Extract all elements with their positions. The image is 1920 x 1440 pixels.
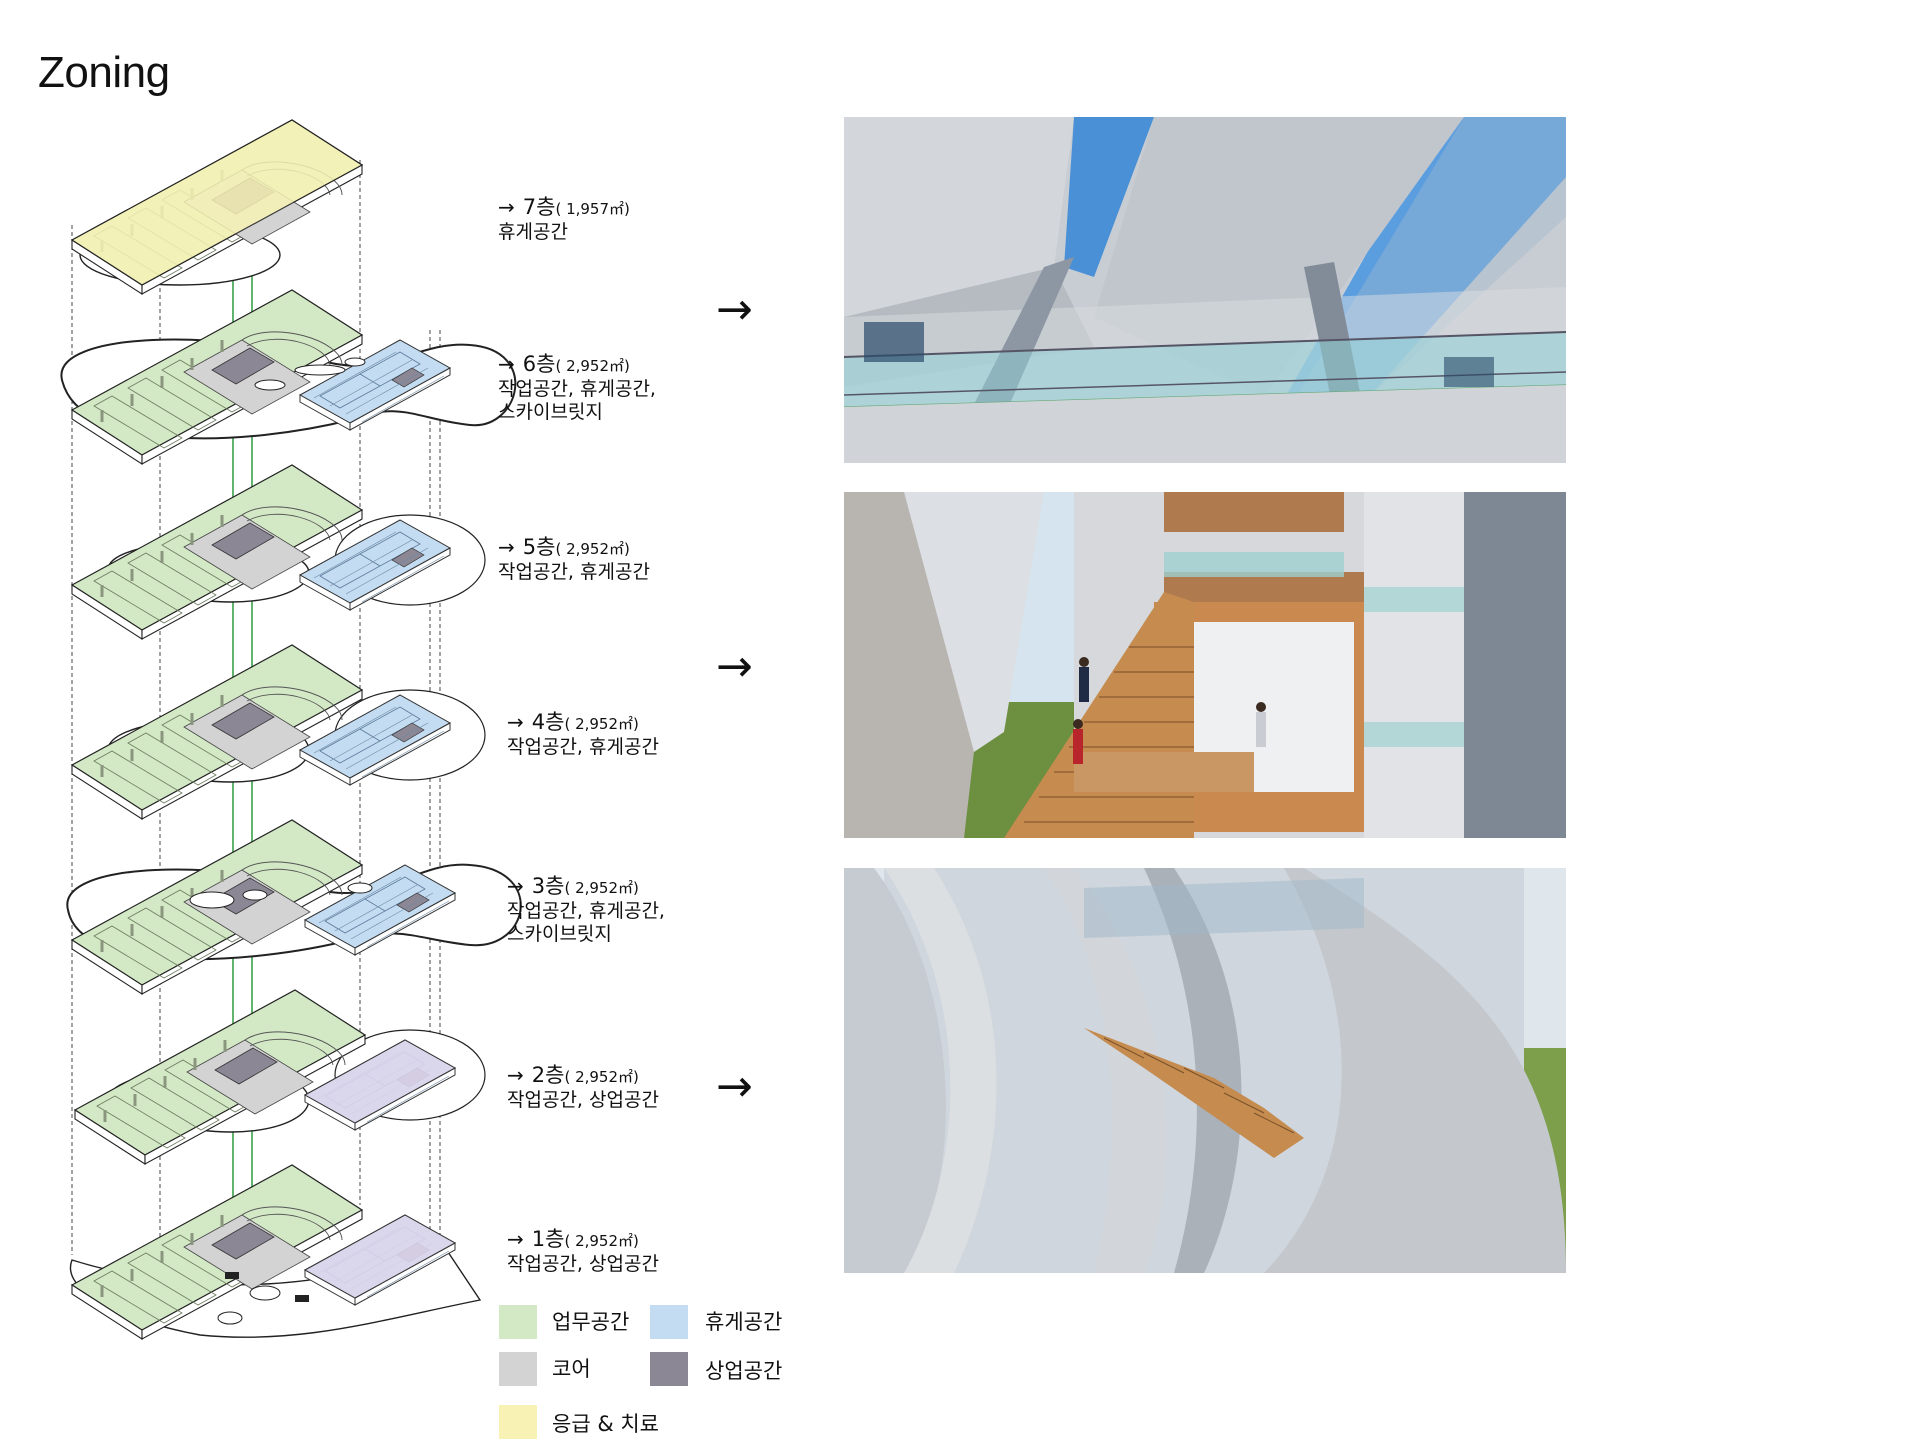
view-arrow-icon: → <box>716 1061 753 1112</box>
floor-label-2f: →2층( 2,952㎡) 작업공간, 상업공간 <box>507 1063 659 1112</box>
swatch-emergency <box>499 1405 537 1439</box>
page-title: Zoning <box>38 48 170 97</box>
swatch-work <box>499 1305 537 1339</box>
floor-7-slab <box>70 118 364 296</box>
floor-5-slab <box>70 463 486 641</box>
view-arrow-icon: → <box>716 641 753 692</box>
legend-label-work: 업무공간 <box>552 1310 630 1334</box>
render-image-curved-columns <box>844 868 1566 1273</box>
floor-2-slab <box>73 988 486 1166</box>
floor-4-slab <box>70 643 486 821</box>
floor-label-4f: →4층( 2,952㎡) 작업공간, 휴게공간 <box>507 710 659 759</box>
floor-6-slab <box>60 288 517 466</box>
legend-label-core: 코어 <box>552 1357 591 1381</box>
arrow-icon: → <box>498 352 515 376</box>
arrow-icon: → <box>498 535 515 559</box>
arrow-icon: → <box>507 1063 524 1087</box>
render-image-skybridge <box>844 117 1566 463</box>
arrow-icon: → <box>507 1227 524 1251</box>
floor-label-1f: →1층( 2,952㎡) 작업공간, 상업공간 <box>507 1227 659 1276</box>
floor-label-6f: →6층( 2,952㎡) 작업공간, 휴게공간, 스카이브릿지 <box>498 352 656 424</box>
floor-label-3f: →3층( 2,952㎡) 작업공간, 휴게공간, 스카이브릿지 <box>507 874 665 946</box>
floor-3-slab <box>66 818 522 996</box>
swatch-commercial <box>650 1352 688 1386</box>
view-arrow-icon: → <box>716 284 753 335</box>
floor-1-slab <box>69 1163 482 1341</box>
floor-label-5f: →5층( 2,952㎡) 작업공간, 휴게공간 <box>498 535 650 584</box>
swatch-core <box>499 1352 537 1386</box>
legend-label-emergency: 응급 & 치료 <box>552 1412 660 1436</box>
legend-label-rest: 휴게공간 <box>705 1310 783 1334</box>
arrow-icon: → <box>507 874 524 898</box>
arrow-icon: → <box>507 710 524 734</box>
swatch-rest <box>650 1305 688 1339</box>
floor-label-7f: →7층( 1,957㎡) 휴게공간 <box>498 195 630 244</box>
render-image-atrium-stairs <box>844 492 1566 838</box>
legend-label-commercial: 상업공간 <box>705 1359 783 1383</box>
arrow-icon: → <box>498 195 515 219</box>
